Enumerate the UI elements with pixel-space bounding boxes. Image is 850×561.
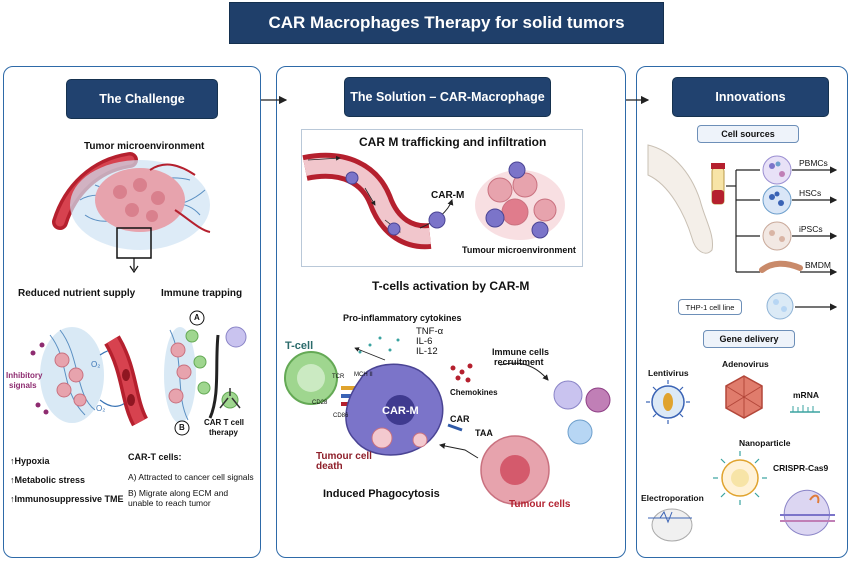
gene-delivery-pill: Gene delivery	[703, 330, 795, 348]
immune-recruitment-line2: recruitment	[494, 357, 544, 367]
immunosuppressive-item: ↑Immunosuppressive TME	[10, 494, 124, 504]
challenge-header: The Challenge	[67, 80, 217, 118]
cart-cells-b-line1: B) Migrate along ECM and	[128, 488, 229, 498]
mhc-label: MCH II	[354, 372, 373, 378]
tnf-label: TNF-α	[416, 326, 444, 337]
cd28-label: CD28	[312, 400, 328, 406]
phagocytosis-label: Induced Phagocytosis	[323, 488, 440, 500]
inhibitory-signals-label-1: Inhibitory	[6, 371, 43, 380]
car-m-center-label: CAR-M	[382, 405, 419, 417]
hscs-label: HSCs	[799, 188, 822, 198]
pbmcs-label: PBMCs	[799, 158, 828, 168]
cart-cells-title: CAR-T cells:	[128, 452, 182, 462]
ipscs-label: iPSCs	[799, 224, 823, 234]
step-b-marker: B	[179, 423, 185, 432]
reduced-nutrient-label: Reduced nutrient supply	[18, 288, 136, 299]
metabolic-stress-item: ↑Metabolic stress	[10, 475, 86, 485]
taa-label: TAA	[475, 428, 493, 438]
crispr-label: CRISPR-Cas9	[773, 463, 829, 473]
cell-sources-pill: Cell sources	[697, 125, 799, 143]
page-title: CAR Macrophages Therapy for solid tumors	[229, 2, 664, 44]
immune-trapping-label: Immune trapping	[161, 288, 243, 299]
cart-cells-a: A) Attracted to cancer cell signals	[128, 472, 254, 482]
cart-therapy-label-1: CAR T cell	[204, 418, 245, 427]
nanoparticle-label: Nanoparticle	[739, 438, 791, 448]
trafficking-box	[301, 129, 583, 267]
tumour-death-line1: Tumour cell	[316, 451, 372, 462]
il12-label: IL-12	[416, 346, 438, 357]
activation-title: T-cells activation by CAR-M	[372, 279, 530, 293]
pro-inflammatory-label: Pro-inflammatory cytokines	[343, 313, 462, 323]
tumour-microenvironment-label: Tumour microenvironment	[462, 245, 576, 255]
bmdm-label: BMDM	[805, 260, 831, 270]
solution-header: The Solution – CAR-Macrophage	[345, 78, 550, 116]
cd86-label: CD86	[333, 413, 349, 419]
tme-label: Tumor microenvironment	[84, 141, 205, 152]
tumour-cells-label: Tumour cells	[509, 499, 571, 510]
trafficking-title: CAR M trafficking and infiltration	[359, 135, 547, 149]
inhibitory-signals-label-2: signals	[9, 381, 37, 390]
il6-label: IL-6	[416, 336, 433, 347]
o2-top-label: O₂	[91, 360, 101, 369]
t-cell-label: T-cell	[285, 340, 314, 352]
lentivirus-label: Lentivirus	[648, 368, 689, 378]
tumour-death-line2: death	[316, 461, 343, 472]
cart-therapy-label-2: therapy	[209, 428, 238, 437]
o2-bottom-label: O₂	[96, 404, 106, 413]
tcr-label: TCR	[332, 374, 345, 380]
step-a-marker: A	[194, 313, 200, 322]
innovations-header: Innovations	[673, 78, 828, 116]
car-m-label-trafficking: CAR-M	[431, 190, 465, 201]
thp1-pill: THP-1 cell line	[678, 299, 742, 315]
car-label: CAR	[450, 414, 470, 424]
hypoxia-item: ↑Hypoxia	[10, 456, 50, 466]
adenovirus-label: Adenovirus	[722, 359, 769, 369]
immune-recruitment-line1: Immune cells	[492, 347, 550, 357]
chemokines-label: Chemokines	[450, 388, 498, 397]
solution-panel	[276, 66, 626, 558]
electroporation-label: Electroporation	[641, 493, 704, 503]
challenge-panel	[3, 66, 261, 558]
cart-cells-b-line2: unable to reach tumor	[128, 498, 211, 508]
mrna-label: mRNA	[793, 390, 819, 400]
